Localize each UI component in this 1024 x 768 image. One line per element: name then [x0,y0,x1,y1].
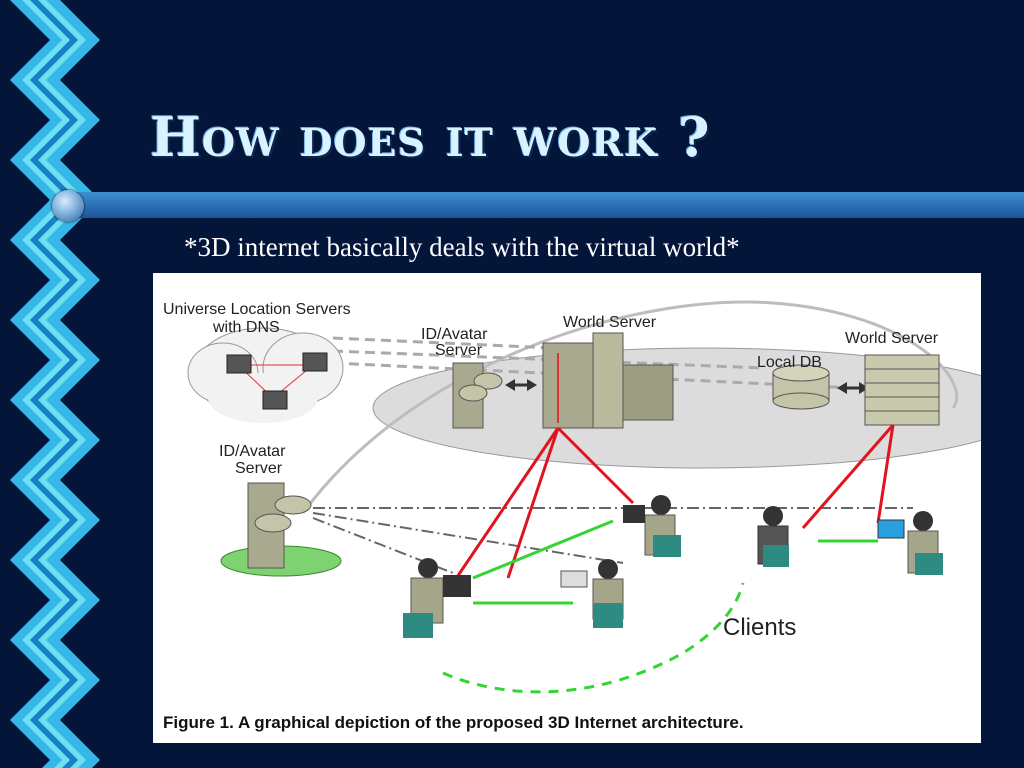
world-server-right-icon [864,354,940,426]
label-world-server-center: World Server [563,314,657,331]
label-local-db: Local DB [757,354,822,371]
local-db-icon [772,364,830,410]
id-avatar-server-top-icon [452,362,503,429]
client-figures [403,495,943,638]
bullet-knob-decoration [52,190,84,222]
label-id-avatar-left-line1: ID/Avatar [219,443,286,460]
arrow-db-server [837,382,869,394]
world-server-center-icon [542,332,674,429]
title-underline-bar [60,192,1024,218]
arrow-avatar-world [505,379,537,391]
network-arc [301,300,959,514]
architecture-figure: Universe Location Servers with DNS ID/Av… [153,273,981,743]
green-client-links [442,519,878,694]
dns-cloud [187,327,344,423]
architecture-diagram: Universe Location Servers with DNS ID/Av… [163,300,981,694]
label-clients: Clients [723,614,796,641]
client-dashdot-links [312,507,913,574]
figure-caption: Figure 1. A graphical depiction of the p… [163,713,744,732]
label-id-avatar-top-line2: Server [435,342,483,359]
slide-subtitle: *3D internet basically deals with the vi… [184,232,740,262]
red-world-links [451,424,895,584]
id-avatar-server-left-icon [220,482,342,577]
label-id-avatar-top-line1: ID/Avatar [421,326,488,343]
zigzag-border-decoration [0,0,112,768]
label-universe-servers-line1: Universe Location Servers [163,301,351,318]
label-id-avatar-left-line2: Server [235,460,283,477]
slide-title: How does it work ? [150,105,711,169]
label-world-server-right: World Server [845,330,939,347]
label-universe-servers-line2: with DNS [212,319,280,336]
